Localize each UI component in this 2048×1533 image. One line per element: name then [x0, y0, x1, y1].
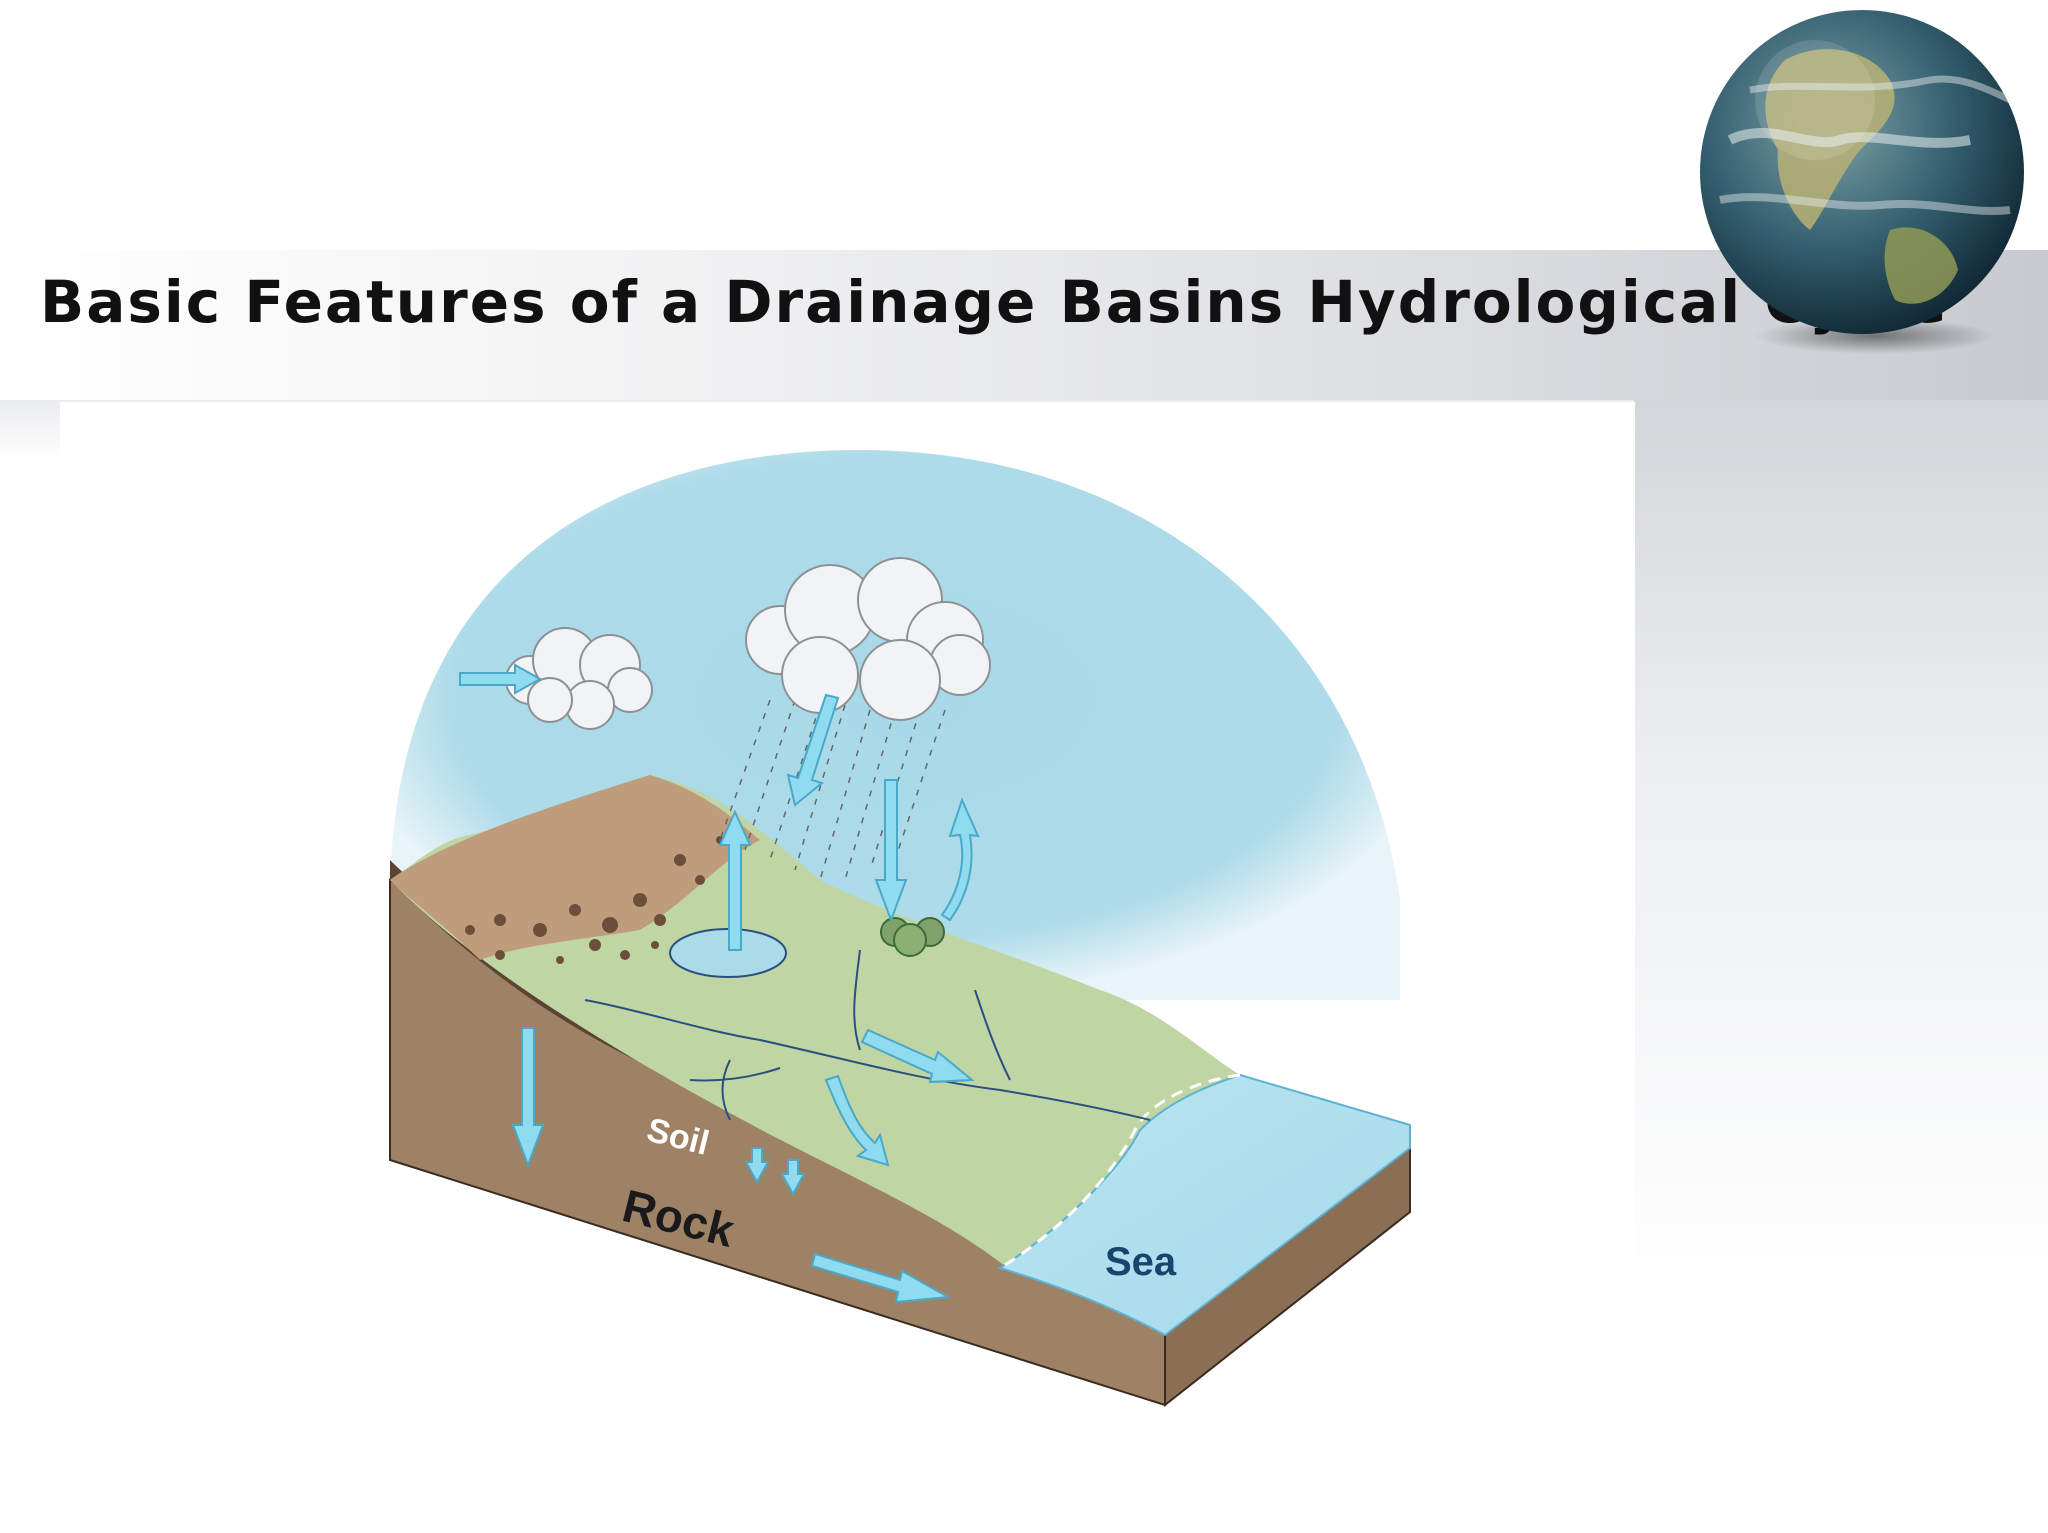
drainage-basin-diagram: Soil Rock Sea [389, 450, 1411, 1408]
rain-cloud [745, 557, 991, 721]
throughflow-arrow-1 [744, 1147, 770, 1185]
diagram-panel: Soil Rock Sea [60, 402, 1635, 1533]
groundwater-flow-arrow [810, 1252, 952, 1304]
sea-label: Sea [1105, 1240, 1177, 1284]
background-shading [1634, 400, 2048, 1300]
channel-flow-arrow [860, 1028, 975, 1084]
interception-arrow [874, 779, 908, 923]
surface-runoff-arrow [824, 1074, 890, 1167]
wind-arrow [459, 663, 543, 695]
slide-title: Basic Features of a Drainage Basins Hydr… [40, 268, 1949, 336]
trees [880, 917, 945, 957]
coastline [1004, 1073, 1241, 1267]
rain [719, 699, 946, 881]
throughflow-arrow-2 [780, 1159, 806, 1197]
flow-arrows [459, 663, 980, 1304]
transpiration-arrow [940, 797, 980, 922]
bare-soil-hill [390, 775, 760, 960]
evaporation-arrow [718, 809, 752, 951]
stones [465, 836, 724, 964]
precipitation-arrow [786, 693, 840, 807]
globe-icon [1700, 10, 2024, 354]
river-network [584, 949, 1151, 1121]
percolation-arrow [511, 1027, 545, 1168]
